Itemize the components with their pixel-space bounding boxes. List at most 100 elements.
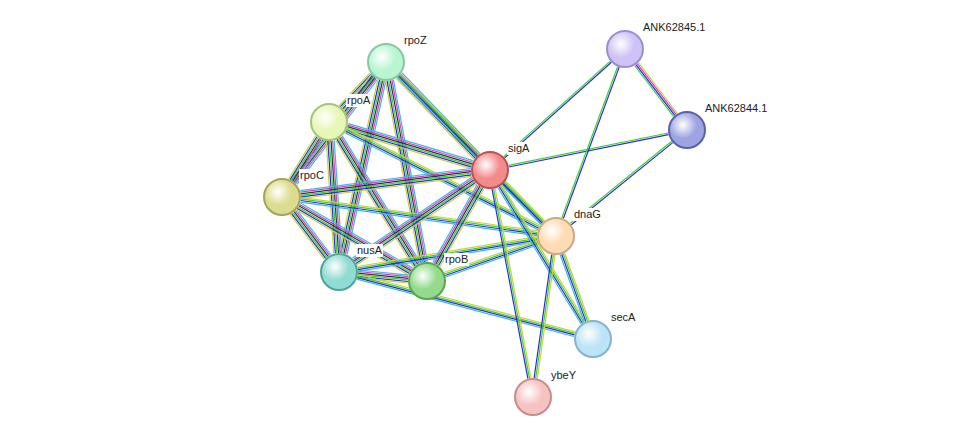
evidence-line: [353, 179, 473, 260]
interaction-edge: [562, 67, 619, 219]
protein-node: sigA: [471, 151, 509, 189]
node-circle: [408, 262, 446, 300]
interaction-edge: [336, 136, 421, 267]
interaction-edge: [560, 253, 589, 322]
interaction-edge: [433, 185, 484, 267]
protein-node: rpoB: [408, 262, 446, 300]
evidence-line: [505, 62, 612, 158]
protein-node: nusA: [320, 253, 358, 291]
node-label: rpoA: [346, 94, 371, 107]
evidence-line: [434, 185, 478, 263]
node-circle: [514, 378, 552, 416]
node-label: ANK62845.1: [642, 21, 706, 34]
evidence-line: [346, 81, 385, 254]
protein-node: ybeY: [514, 378, 552, 416]
evidence-line: [341, 80, 380, 253]
evidence-line: [563, 67, 619, 218]
evidence-line: [499, 187, 582, 324]
evidence-line: [330, 141, 337, 253]
node-label: ANK62844.1: [704, 102, 768, 115]
evidence-line: [502, 185, 541, 224]
evidence-line: [635, 66, 674, 117]
evidence-line: [495, 188, 531, 378]
protein-node: secA: [574, 320, 612, 358]
evidence-line: [492, 189, 528, 379]
evidence-line: [563, 254, 587, 321]
evidence-line: [340, 138, 418, 265]
evidence-line: [440, 189, 484, 267]
evidence-line: [354, 180, 474, 261]
evidence-line: [344, 81, 383, 254]
evidence-line: [504, 183, 543, 222]
interaction-edge: [635, 63, 678, 117]
evidence-line: [301, 170, 471, 192]
evidence-line: [571, 143, 672, 225]
node-circle: [537, 217, 575, 255]
evidence-line: [326, 141, 333, 253]
node-circle: [310, 103, 348, 141]
node-label: rpoB: [444, 253, 469, 266]
evidence-line: [562, 67, 618, 218]
node-circle: [606, 30, 644, 68]
evidence-line: [637, 64, 676, 115]
interaction-edge: [534, 255, 555, 379]
evidence-line: [639, 63, 678, 114]
node-circle: [574, 320, 612, 358]
evidence-line: [537, 255, 555, 378]
node-circle: [263, 178, 301, 216]
protein-node: ANK62845.1: [606, 30, 644, 68]
evidence-line: [347, 127, 472, 164]
protein-node: rpoZ: [367, 43, 405, 81]
evidence-line: [439, 188, 483, 266]
node-label: dnaG: [573, 208, 602, 221]
interaction-edge: [504, 61, 612, 158]
evidence-line: [560, 255, 584, 322]
evidence-line: [503, 184, 542, 223]
evidence-line: [444, 240, 537, 273]
evidence-line: [301, 172, 471, 194]
evidence-line: [494, 189, 530, 379]
evidence-line: [534, 255, 552, 378]
evidence-line: [301, 175, 471, 197]
evidence-line: [301, 173, 471, 195]
evidence-line: [328, 141, 335, 253]
evidence-line: [445, 242, 538, 275]
node-circle: [668, 111, 706, 149]
evidence-line: [565, 253, 589, 320]
evidence-line: [341, 137, 419, 264]
interaction-edge: [492, 188, 531, 378]
interaction-edge: [326, 141, 341, 254]
evidence-line: [498, 188, 581, 325]
interaction-edge: [498, 185, 585, 324]
evidence-line: [353, 177, 473, 258]
protein-node: rpoC: [263, 178, 301, 216]
node-label: nusA: [356, 244, 383, 257]
evidence-line: [570, 141, 671, 223]
node-circle: [320, 253, 358, 291]
protein-node: rpoA: [310, 103, 348, 141]
evidence-line: [504, 61, 611, 157]
evidence-line: [536, 255, 554, 378]
node-label: sigA: [507, 142, 530, 155]
node-label: secA: [610, 311, 636, 324]
evidence-line: [402, 73, 480, 154]
interaction-edge: [339, 80, 386, 255]
interaction-edge: [570, 141, 672, 224]
node-label: rpoZ: [403, 34, 428, 47]
interaction-edge: [300, 169, 471, 199]
node-label: ybeY: [550, 369, 577, 382]
interaction-edge: [444, 240, 539, 277]
evidence-line: [505, 182, 544, 221]
node-label: rpoC: [299, 169, 325, 182]
node-circle: [367, 43, 405, 81]
evidence-line: [636, 65, 675, 116]
evidence-line: [562, 254, 586, 321]
evidence-line: [396, 79, 474, 160]
protein-node: ANK62844.1: [668, 111, 706, 149]
node-circle: [471, 151, 509, 189]
protein-node: dnaG: [537, 217, 575, 255]
evidence-line: [433, 185, 477, 263]
evidence-line: [358, 275, 575, 332]
